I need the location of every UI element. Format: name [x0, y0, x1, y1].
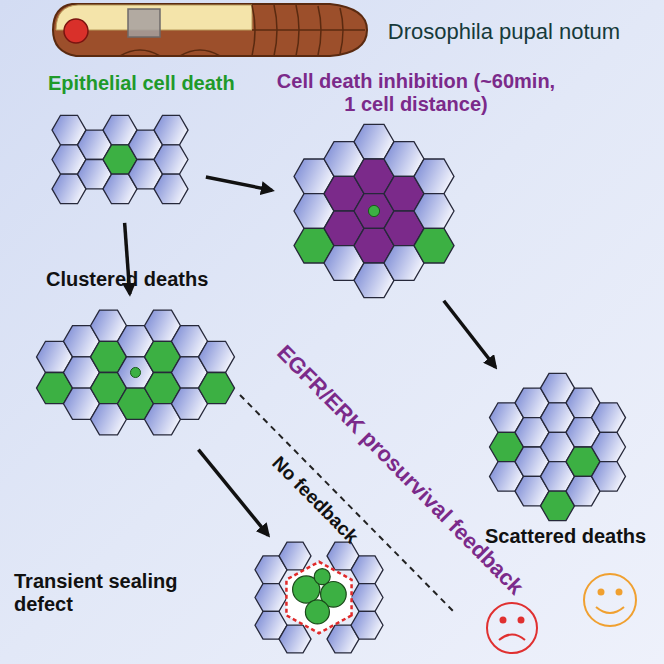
- epithelial-cell: [199, 341, 235, 372]
- panel-heading: Clustered deaths: [46, 268, 236, 291]
- panel-heading: Transient sealing defect: [14, 570, 236, 616]
- pupa-segments: [120, 5, 365, 56]
- epithelial-cell: [199, 373, 235, 404]
- epithelial-cell: [414, 228, 454, 263]
- tissue-gap: [286, 562, 351, 633]
- sealing-defect-outline: [286, 562, 351, 633]
- epithelial-cell: [279, 625, 311, 653]
- dying-cell-dot: [368, 205, 379, 216]
- epithelial-cell: [592, 403, 626, 433]
- tissue-panel: Epithelial cell death: [40, 70, 265, 220]
- pupa-eye: [64, 19, 88, 43]
- epithelial-cell: [414, 194, 454, 229]
- process-arrow: [444, 301, 496, 368]
- happy-face: [584, 574, 636, 626]
- epithelium-drawing: [278, 126, 470, 296]
- epithelial-cell: [351, 611, 383, 639]
- extruded-cell: [314, 569, 330, 585]
- sad-face: [487, 603, 537, 653]
- epithelial-cell: [255, 584, 287, 612]
- notum-region-marker: [128, 9, 160, 37]
- tissue-panel: Clustered deaths: [38, 268, 238, 448]
- epithelium-drawing: [240, 540, 398, 655]
- pupa-body: [53, 4, 367, 56]
- tissue-panel: Cell death inhibition (~60min, 1 cell di…: [270, 70, 605, 300]
- panel-heading: Scattered deaths: [485, 525, 655, 548]
- epithelium-drawing: [40, 102, 200, 217]
- dying-cell-dot: [130, 367, 140, 377]
- organism-label: Drosophila pupal notum: [388, 19, 620, 45]
- epithelial-cell: [351, 556, 383, 584]
- tissue-panel: Transient sealing defect: [10, 540, 400, 658]
- epithelial-cell: [154, 115, 188, 145]
- feedback-label: EGFR/ERK prosurvival feedback: [271, 340, 528, 600]
- no-feedback-label: No feedback: [268, 452, 363, 548]
- process-arrow: [206, 177, 272, 190]
- epithelial-cell: [351, 584, 383, 612]
- panel-heading: Cell death inhibition (~60min, 1 cell di…: [274, 70, 558, 116]
- epithelial-cell: [154, 145, 188, 174]
- epithelial-cell: [154, 174, 188, 204]
- epithelium-drawing: [470, 372, 645, 522]
- epithelial-cell: [279, 542, 311, 570]
- process-arrow: [198, 450, 268, 536]
- extruded-cell: [305, 600, 329, 624]
- epithelial-cell: [592, 462, 626, 492]
- epithelial-cell: [414, 159, 454, 194]
- panel-heading: Epithelial cell death: [48, 72, 263, 95]
- pupa-illustration: [53, 4, 367, 56]
- tissue-panel: Scattered deaths: [465, 372, 657, 554]
- epithelium-drawing: [38, 300, 233, 445]
- epithelial-cell: [592, 432, 626, 461]
